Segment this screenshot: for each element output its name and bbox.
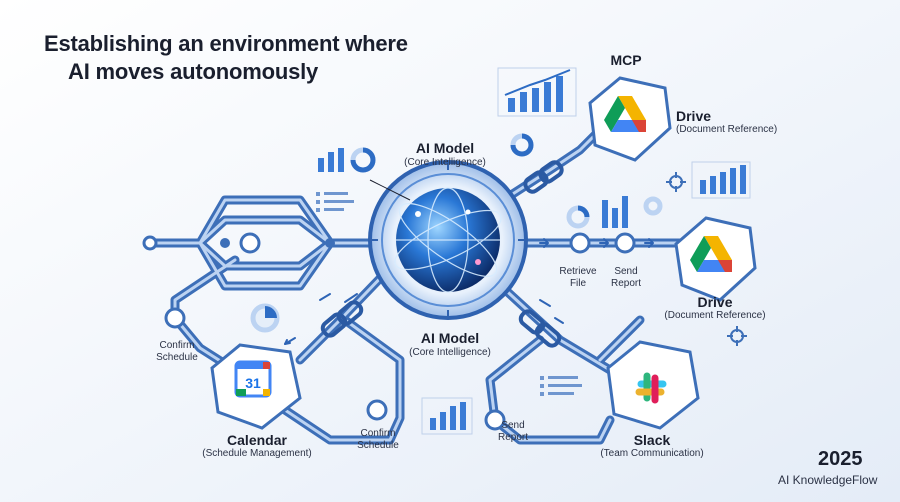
crosshair-icon <box>666 172 747 346</box>
ai-model-top-sub: (Core Intelligence) <box>404 157 486 168</box>
page-title-line2: AI moves autonomously <box>68 59 319 84</box>
send-report-top-line2: Report <box>610 278 641 289</box>
send-report-bottom-line1: Send <box>501 420 525 431</box>
send-report-bottom-label: Send Report <box>488 420 538 444</box>
slack-sub: (Team Communication) <box>600 448 704 459</box>
google-drive-icon <box>690 236 732 272</box>
drive-top-sub: (Document Reference) <box>676 124 778 135</box>
drive-mid-sub: (Document Reference) <box>664 310 766 321</box>
send-report-bottom-line2: Report <box>497 432 528 443</box>
bar-chart-icon <box>602 196 628 228</box>
list-widget <box>316 192 582 396</box>
ai-model-hub <box>368 160 528 320</box>
donut-chart-icon <box>250 133 663 333</box>
ai-model-top-label: AI Model <box>415 140 475 156</box>
calendar-label: Calendar <box>227 432 287 448</box>
drive-top-label: Drive <box>676 108 712 124</box>
send-report-top-line1: Send <box>614 266 638 277</box>
slack-label: Slack <box>633 432 671 448</box>
calendar-day: 31 <box>245 375 261 391</box>
calendar-sub: (Schedule Management) <box>202 448 312 459</box>
bar-chart-icon <box>497 67 577 117</box>
drive-mid-label: Drive <box>697 294 733 310</box>
chain-link-icon <box>320 160 564 348</box>
calendar-node[interactable]: 31 <box>210 343 302 430</box>
retrieve-file-line1: Retrieve <box>559 266 597 277</box>
ai-model-bottom-label: AI Model <box>420 330 480 346</box>
retrieve-file-line2: File <box>569 278 587 289</box>
google-drive-icon <box>604 96 646 132</box>
confirm-schedule-left-line1: Confirm <box>159 340 195 351</box>
bar-chart-icon <box>421 397 473 435</box>
send-report-top-label: Send Report <box>600 266 652 290</box>
footer-brand: AI KnowledgeFlow <box>778 473 878 487</box>
confirm-schedule-bottom-line1: Confirm <box>360 428 396 439</box>
google-calendar-icon: 31 <box>234 360 272 398</box>
bar-chart-icon <box>318 148 344 172</box>
footer-year: 2025 <box>818 448 863 470</box>
confirm-schedule-bottom-line2: Schedule <box>357 440 399 451</box>
retrieve-file-label: Retrieve File <box>550 266 606 290</box>
junction-nodes <box>142 232 636 431</box>
confirm-schedule-left-line2: Schedule <box>156 352 198 363</box>
drive-node-top[interactable] <box>588 76 672 162</box>
mcp-label: MCP <box>610 52 642 68</box>
slack-node[interactable] <box>606 340 700 430</box>
confirm-schedule-bottom-label: Confirm Schedule <box>346 428 410 452</box>
slack-icon <box>635 372 667 404</box>
drive-node-mid[interactable] <box>674 216 757 302</box>
page-title-line1: Establishing an environment where <box>44 31 408 56</box>
ai-model-bottom-sub: (Core Intelligence) <box>409 347 491 358</box>
bar-chart-icon <box>691 161 751 199</box>
confirm-schedule-left-label: Confirm Schedule <box>142 340 212 364</box>
